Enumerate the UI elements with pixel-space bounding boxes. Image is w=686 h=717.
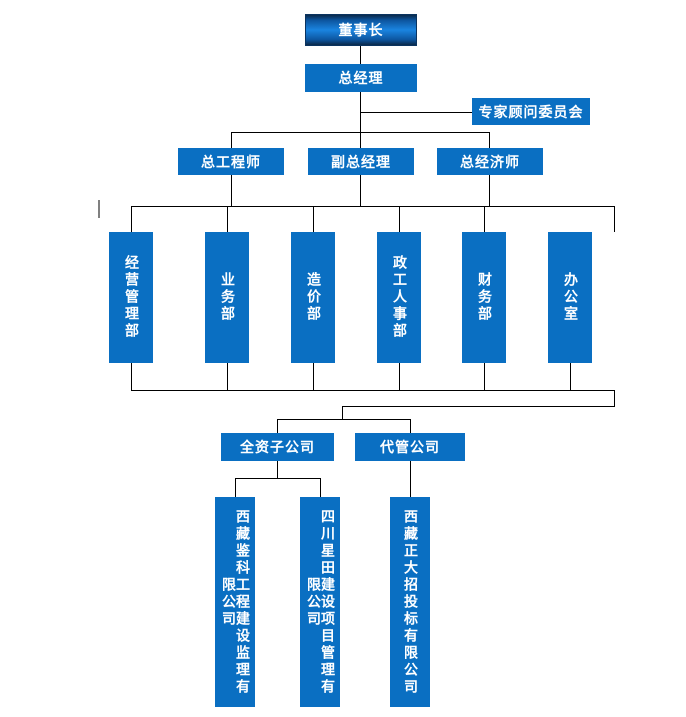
department-bottom-bus bbox=[131, 390, 615, 391]
node-company-2[interactable]: 四川星田建设项目管理有限公司 bbox=[300, 497, 340, 707]
connector-dept-out-5 bbox=[484, 363, 485, 390]
node-department-5[interactable]: 财务部 bbox=[462, 232, 506, 363]
node-general-manager[interactable]: 总经理 bbox=[305, 64, 417, 92]
node-deputy-general-manager[interactable]: 副总经理 bbox=[308, 148, 414, 175]
node-chairman[interactable]: 董事长 bbox=[305, 14, 417, 46]
connector-dept-drop-1 bbox=[131, 206, 132, 232]
node-company-3[interactable]: 西藏正大招投标有限公司 bbox=[390, 497, 430, 707]
connector-company-drop-1 bbox=[235, 478, 236, 497]
node-department-2-label: 业务部 bbox=[219, 272, 235, 323]
node-subsidiary-group[interactable]: 全资子公司 bbox=[221, 433, 334, 461]
left-margin-tick bbox=[98, 200, 100, 218]
node-department-2[interactable]: 业务部 bbox=[205, 232, 249, 363]
connector-chief-engineer-drop bbox=[231, 132, 232, 153]
connector-dept-drop-4 bbox=[399, 206, 400, 232]
node-department-1[interactable]: 经营管理部 bbox=[109, 232, 153, 363]
connector-subsidiary-stem bbox=[277, 461, 278, 478]
node-general-manager-label: 总经理 bbox=[338, 71, 384, 87]
node-chief-economist[interactable]: 总经济师 bbox=[437, 148, 543, 175]
node-company-2-label: 四川星田建设项目管理有限公司 bbox=[305, 508, 335, 696]
node-chairman-label: 董事长 bbox=[338, 23, 384, 39]
connector-subsidiary-feed bbox=[342, 406, 615, 407]
connector-dept-drop-3 bbox=[313, 206, 314, 232]
department-top-bus bbox=[131, 206, 614, 207]
node-department-3[interactable]: 造价部 bbox=[291, 232, 335, 363]
connector-deputy-down bbox=[360, 175, 361, 206]
connector-dept-out-1 bbox=[131, 363, 132, 390]
node-managed-group-label: 代管公司 bbox=[380, 440, 440, 456]
node-chief-engineer[interactable]: 总工程师 bbox=[178, 148, 284, 175]
connector-chief-economist-down bbox=[489, 175, 490, 206]
node-department-3-label: 造价部 bbox=[305, 272, 321, 323]
node-department-5-label: 财务部 bbox=[476, 272, 492, 323]
connector-dept-drop-2 bbox=[227, 206, 228, 232]
connector-dept-out-2 bbox=[227, 363, 228, 390]
node-chief-economist-label: 总经济师 bbox=[460, 154, 520, 171]
connector-dept-drop-5 bbox=[484, 206, 485, 232]
connector-gm-advisory bbox=[360, 112, 472, 113]
node-department-6[interactable]: 办公室 bbox=[548, 232, 592, 363]
connector-subsidiary-group-drop bbox=[277, 419, 278, 433]
node-department-1-label: 经营管理部 bbox=[123, 255, 139, 340]
connector-gm-trunk bbox=[360, 92, 361, 153]
node-managed-group[interactable]: 代管公司 bbox=[355, 433, 465, 461]
node-company-3-label: 西藏正大招投标有限公司 bbox=[402, 508, 418, 696]
node-advisory-committee-label: 专家顾问委员会 bbox=[478, 104, 584, 121]
node-company-1[interactable]: 西藏鉴科工程建设监理有限公司 bbox=[215, 497, 255, 707]
connector-bus-right-riser bbox=[614, 390, 615, 406]
connector-chief-engineer-down bbox=[231, 175, 232, 206]
connector-dept-drop-6 bbox=[614, 206, 615, 232]
node-department-4[interactable]: 政工人事部 bbox=[377, 232, 421, 363]
node-subsidiary-group-label: 全资子公司 bbox=[240, 440, 315, 456]
connector-subsidiary-feed-drop bbox=[342, 406, 343, 420]
connector-managed-group-drop bbox=[410, 419, 411, 433]
connector-subsidiary-split-bus bbox=[235, 478, 320, 479]
connector-company-drop-2 bbox=[320, 478, 321, 497]
node-department-6-label: 办公室 bbox=[562, 272, 578, 323]
node-company-1-label: 西藏鉴科工程建设监理有限公司 bbox=[220, 508, 250, 696]
connector-dept-out-3 bbox=[313, 363, 314, 390]
node-advisory-committee[interactable]: 专家顾问委员会 bbox=[472, 98, 590, 125]
connector-dept-out-6 bbox=[570, 363, 571, 390]
node-department-4-label: 政工人事部 bbox=[391, 255, 407, 340]
node-deputy-general-manager-label: 副总经理 bbox=[331, 154, 391, 171]
subsidiary-group-bus bbox=[277, 419, 410, 420]
connector-chief-economist-drop bbox=[489, 132, 490, 153]
connector-dept-out-4 bbox=[399, 363, 400, 390]
connector-managed-company-drop bbox=[410, 461, 411, 497]
connector-exec-bus bbox=[231, 132, 489, 133]
node-chief-engineer-label: 总工程师 bbox=[201, 154, 261, 171]
connector-chairman-gm bbox=[360, 46, 361, 64]
